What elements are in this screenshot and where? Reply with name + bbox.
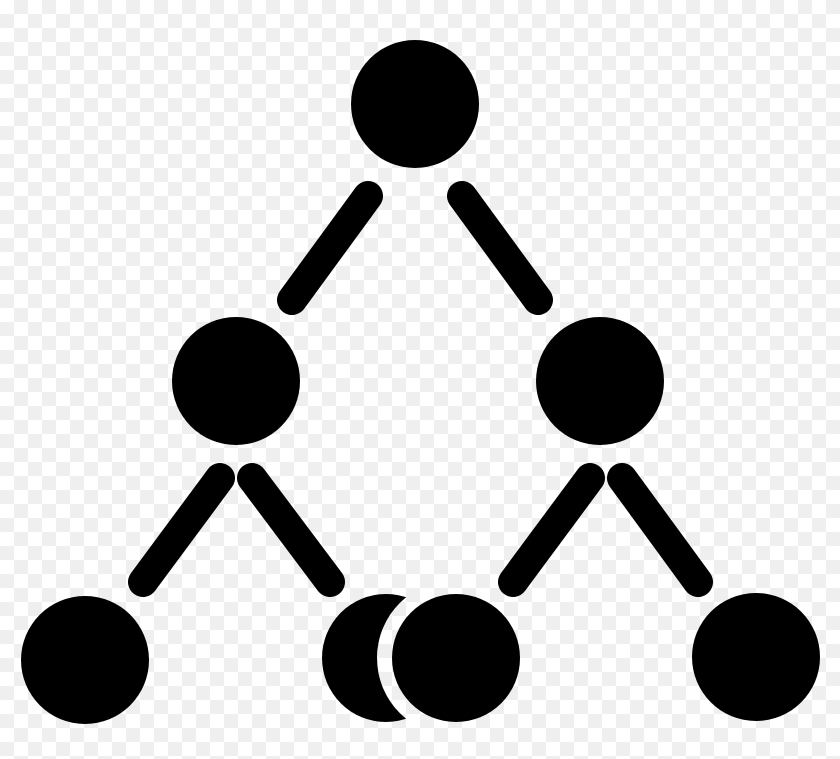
leaf-node-1 bbox=[21, 596, 149, 724]
connector-root-right bbox=[447, 181, 553, 315]
leaf-node-3 bbox=[392, 594, 520, 722]
connector-right-to-leaf4 bbox=[607, 463, 713, 597]
middle-node-right bbox=[536, 317, 664, 445]
leaf-node-4 bbox=[692, 593, 820, 721]
connector-right-to-leaf3 bbox=[498, 463, 605, 597]
root-node bbox=[351, 40, 479, 168]
connector-root-left bbox=[277, 181, 383, 315]
connector-left-to-leaf2 bbox=[237, 463, 345, 597]
connector-left-to-leaf1 bbox=[128, 463, 235, 597]
middle-node-left bbox=[172, 317, 300, 445]
